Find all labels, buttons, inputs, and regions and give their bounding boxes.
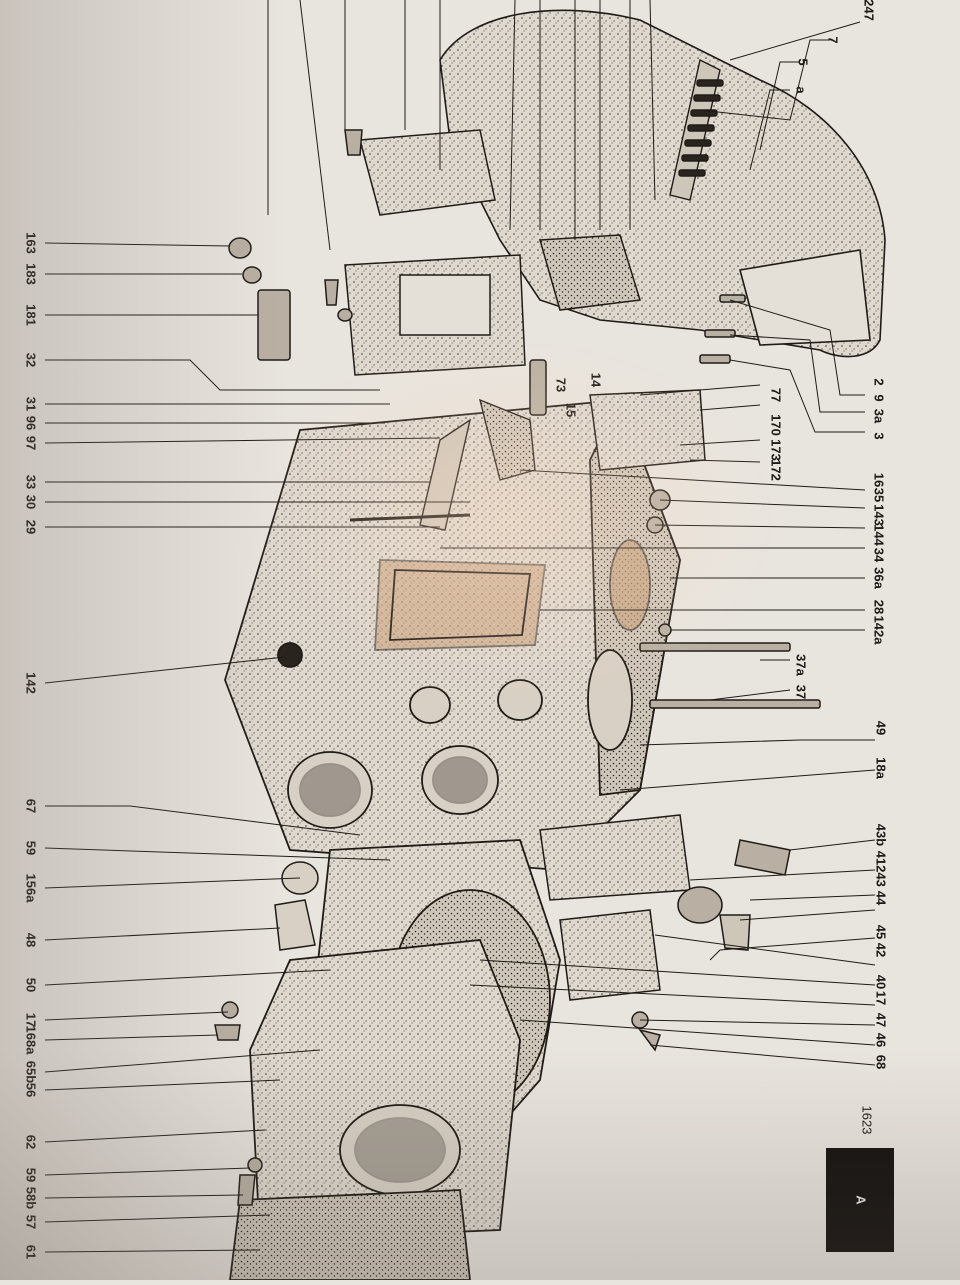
callout-label-44: 44 [874, 891, 889, 906]
callout-label-57: 57 [24, 1215, 39, 1229]
callout-label-29: 29 [24, 520, 39, 534]
callout-label-2: 2 [872, 378, 887, 385]
callout-label-97: 97 [24, 436, 39, 450]
plate-letter-box [826, 1148, 894, 1252]
callout-label-168a: 168a [24, 1026, 39, 1056]
callout-label-7: 7 [826, 36, 841, 43]
callout-label-31: 31 [24, 397, 39, 411]
callout-label-59: 59 [24, 841, 39, 855]
spring-assembly [669, 58, 724, 201]
callout-label-183: 183 [24, 263, 39, 285]
callout-label-173: 173 [769, 439, 784, 461]
gearbox-casing [224, 397, 681, 871]
callout-label-170: 170 [769, 414, 784, 436]
callout-label-15: 15 [564, 403, 579, 417]
callout-label-181: 181 [24, 304, 39, 326]
callout-label-50: 50 [24, 978, 39, 992]
callout-label-62: 62 [24, 1135, 39, 1149]
callout-label-35: 35 [872, 488, 887, 502]
callout-label-96: 96 [24, 416, 39, 430]
callout-label-144: 144 [872, 524, 887, 546]
callout-label-37a: 37a [794, 654, 809, 676]
callout-label-33: 33 [24, 475, 39, 489]
callout-label-37: 37 [794, 685, 809, 699]
callout-label-17: 17 [24, 1013, 39, 1027]
callout-label-47: 47 [874, 1013, 889, 1027]
callout-label-32: 32 [24, 353, 39, 367]
callout-label-3a: 3a [872, 409, 887, 424]
callout-label-156a: 156a [24, 874, 39, 904]
cover-plates [344, 129, 641, 376]
side-plates [539, 389, 706, 1001]
callout-label-77: 77 [769, 388, 784, 402]
plate-number: 1623 [860, 1106, 875, 1135]
callout-label-14: 14 [589, 373, 604, 388]
leader-lines [44, 0, 876, 1253]
callout-label-65b: 65b [24, 1061, 39, 1083]
callout-label-143: 143 [872, 504, 887, 526]
callout-labels: 163183181323196973330291426759156a485017… [24, 0, 889, 1259]
callout-label-45: 45 [874, 925, 889, 939]
rear-bellhousing [228, 839, 561, 1281]
callout-label-163: 163 [24, 232, 39, 254]
callout-label-40: 40 [874, 975, 889, 989]
callout-label-56: 56 [24, 1083, 39, 1097]
callout-label-172: 172 [769, 459, 784, 481]
callout-label-36a: 36a [872, 567, 887, 589]
callout-label-67: 67 [24, 799, 39, 813]
callout-label-5: 5 [796, 58, 811, 65]
callout-label-9: 9 [872, 394, 887, 401]
callout-label-34: 34 [872, 548, 887, 563]
callout-label-41: 41 [874, 851, 889, 865]
callout-label-18a: 18a [874, 757, 889, 779]
callout-label-a: a [794, 86, 809, 94]
callout-label-243: 243 [874, 865, 889, 887]
callout-label-247: 247 [862, 0, 877, 21]
callout-label-73: 73 [554, 378, 569, 392]
callout-label-58b: 58b [24, 1187, 39, 1209]
callout-label-28: 28 [872, 600, 887, 614]
callout-label-68: 68 [874, 1055, 889, 1069]
callout-label-48: 48 [24, 933, 39, 947]
callout-label-42: 42 [874, 943, 889, 957]
callout-label-142a: 142a [872, 616, 887, 646]
callout-label-61: 61 [24, 1245, 39, 1259]
callout-label-59: 59 [24, 1168, 39, 1182]
callout-label-16: 16 [872, 473, 887, 487]
callout-label-142: 142 [24, 672, 39, 694]
callout-label-30: 30 [24, 495, 39, 509]
plate-letter: A [854, 1195, 869, 1205]
callout-label-17: 17 [874, 991, 889, 1005]
callout-label-43b: 43b [874, 824, 889, 846]
callout-label-46: 46 [874, 1033, 889, 1047]
callout-label-49: 49 [874, 721, 889, 735]
callout-label-3: 3 [872, 432, 887, 439]
